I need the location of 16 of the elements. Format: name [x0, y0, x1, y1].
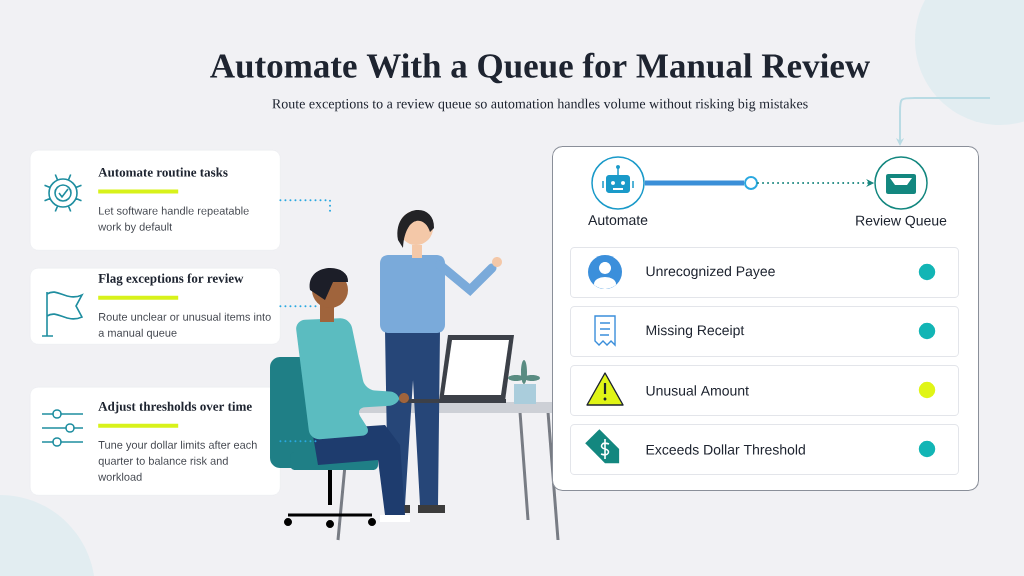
subtitle: Route exceptions to a review queue so automation handles volume without risking big mistakes [272, 98, 808, 112]
node-label: Review Queue [856, 215, 947, 229]
office-drawing [270, 209, 562, 542]
info-card: Adjust thresholds over time Tune your dollar limits after each quarter to balance risk and workload [30, 387, 281, 496]
info-card: Automate routine tasks Let software handle repeatable work by default [30, 150, 281, 251]
leader-line [279, 199, 331, 213]
title: Automate With a Queue for Manual Review [210, 52, 870, 84]
leader-line [279, 440, 319, 443]
info-card: Flag exceptions for review Route unclear or unusual items into a manual queue [30, 268, 281, 345]
queue-item: Unusual Amount [570, 365, 959, 416]
leader-line [279, 305, 319, 308]
node-label: Automate [588, 215, 648, 226]
connector-line [644, 180, 744, 186]
queue-item: Unrecognized Payee [570, 247, 959, 298]
queue-item: Exceeds Dollar Threshold [570, 424, 959, 475]
queue-item: Missing Receipt [570, 306, 959, 357]
